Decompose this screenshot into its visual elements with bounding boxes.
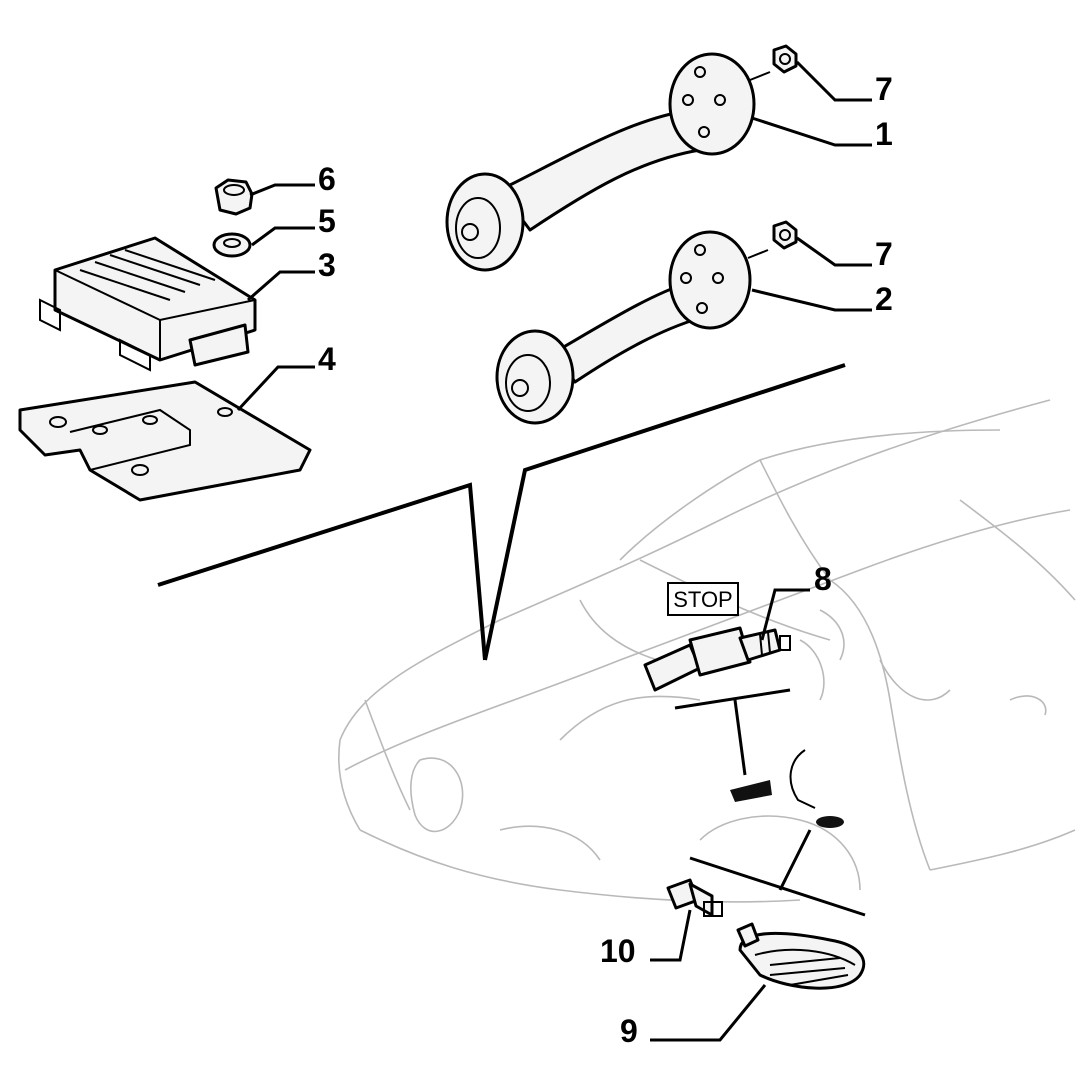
callout-5: 5 xyxy=(318,203,336,239)
callout-4: 4 xyxy=(318,341,336,377)
callout-6: 6 xyxy=(318,161,336,197)
pointer-lines xyxy=(157,363,866,917)
brake-light-switch xyxy=(643,626,791,692)
bulb xyxy=(666,878,723,917)
washer xyxy=(212,232,252,258)
stop-label-text: STOP xyxy=(673,587,733,612)
mounting-clip xyxy=(730,749,844,828)
callout-2: 2 xyxy=(875,281,893,317)
control-unit xyxy=(39,236,257,372)
horn-nut-lower xyxy=(772,220,798,250)
callout-7-lower: 7 xyxy=(875,236,893,272)
callout-7-upper: 7 xyxy=(875,71,893,107)
callout-numbers: 7 1 7 2 6 5 3 4 8 10 9 xyxy=(318,71,893,1049)
callout-8: 8 xyxy=(814,561,832,597)
callout-1: 1 xyxy=(875,116,893,152)
callout-leaders xyxy=(236,60,872,1042)
horn-low xyxy=(495,230,769,425)
callout-3: 3 xyxy=(318,247,336,283)
callout-9: 9 xyxy=(620,1013,638,1049)
horn-nut-upper xyxy=(772,44,798,74)
mounting-bracket xyxy=(18,380,312,502)
callout-10: 10 xyxy=(600,933,636,969)
nut xyxy=(214,178,254,216)
side-repeater-lamp xyxy=(736,922,866,990)
stop-label: STOP xyxy=(667,582,739,616)
car-outline xyxy=(338,399,1076,903)
horn-high xyxy=(445,52,771,272)
